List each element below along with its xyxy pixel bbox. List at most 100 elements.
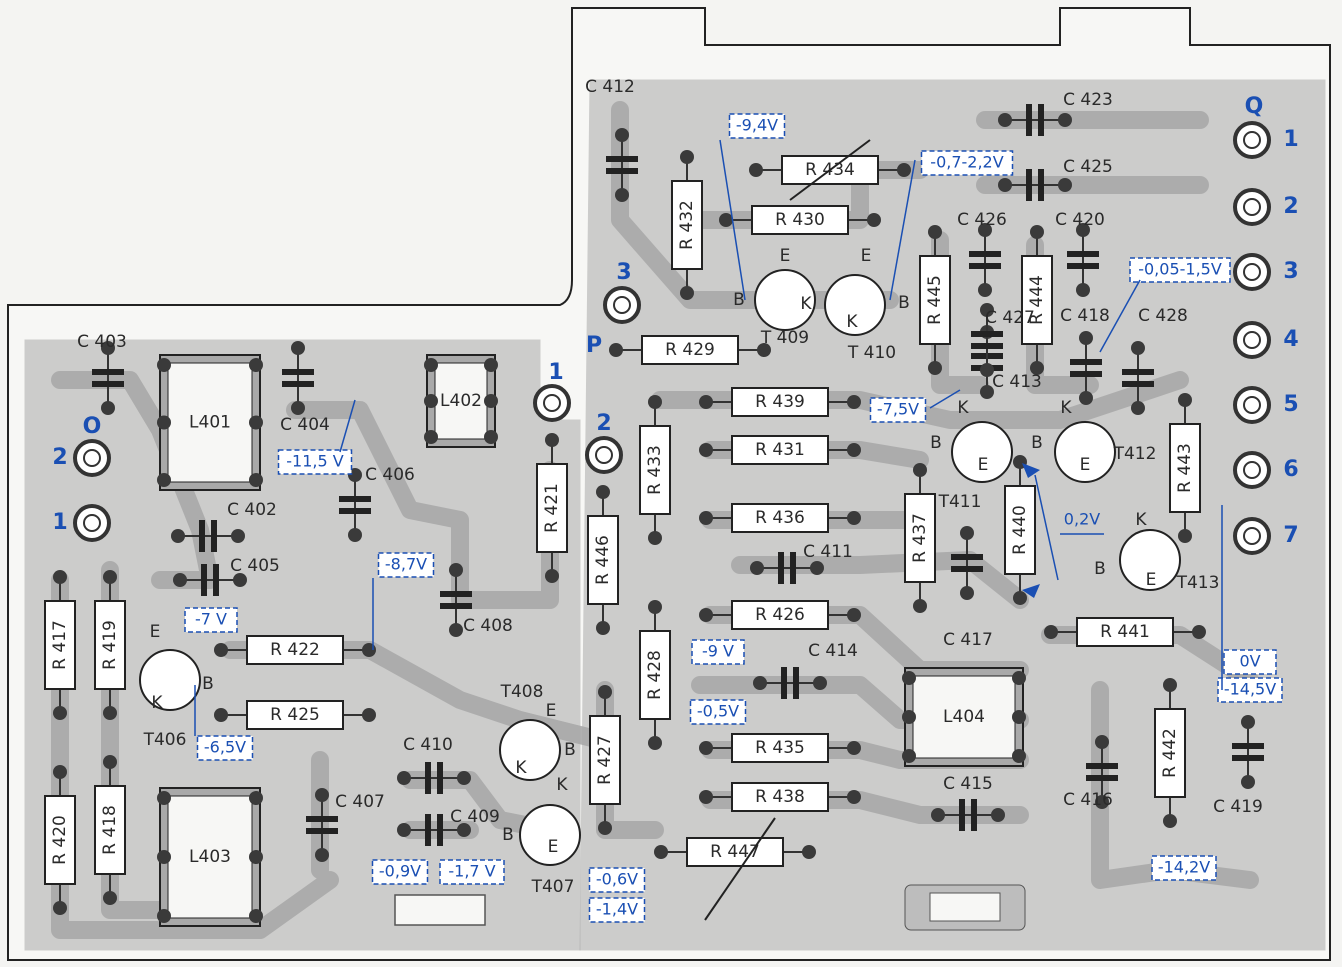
transistor-pin-b: B <box>1031 433 1043 453</box>
solder-pad <box>902 710 916 724</box>
transistor-pin-e: E <box>1080 455 1091 475</box>
transistor-pin-e: E <box>780 246 791 266</box>
capacitor-c404: C 404 <box>280 341 330 435</box>
voltage-value: -7,5V <box>877 400 919 419</box>
transistor-pin-b: B <box>202 674 214 694</box>
solder-pad <box>171 529 185 543</box>
voltage-value: -1,4V <box>596 900 638 919</box>
trimmer-wiper-0 <box>789 139 871 201</box>
solder-pad <box>291 401 305 415</box>
solder-pad <box>249 415 263 430</box>
transistor-pin-e: E <box>1146 570 1157 590</box>
solder-pad <box>484 358 498 372</box>
inductor-label: L401 <box>189 413 231 433</box>
connector-q-pin-label: 7 <box>1283 523 1298 548</box>
solder-pad <box>157 791 171 805</box>
capacitor-label: C 417 <box>943 630 993 650</box>
solder-pad <box>847 395 861 409</box>
resistor-r419: R 419 <box>94 570 126 720</box>
resistor-label: R 438 <box>755 787 805 807</box>
resistor-r435: R 435 <box>699 733 861 763</box>
capacitor-c420: C 420 <box>1055 210 1105 297</box>
resistor-label: R 420 <box>50 815 70 865</box>
transistor-label: T412 <box>1113 444 1157 464</box>
voltage-value: -9 V <box>702 642 734 661</box>
capacitor-label: C 416 <box>1063 790 1113 810</box>
solder-pad <box>424 430 438 444</box>
solder-pad <box>1095 795 1109 809</box>
solder-pad <box>1044 625 1058 639</box>
solder-pad <box>397 823 411 837</box>
resistor-r429: R 429 <box>609 335 771 365</box>
capacitor-label: C 413 <box>992 372 1042 392</box>
solder-pad <box>484 430 498 444</box>
solder-pad <box>596 621 610 635</box>
connector-q-title: Q <box>1245 94 1264 119</box>
capacitor-c403: C 403 <box>77 332 127 415</box>
solder-pad <box>315 788 329 802</box>
voltage-label: -7 V <box>184 607 238 633</box>
transistor-pin-k: K <box>846 312 858 332</box>
solder-pad <box>1095 735 1109 749</box>
resistor-label: R 427 <box>595 735 615 785</box>
voltage-label: 0V <box>1223 649 1277 675</box>
arrow-head-icon <box>1022 584 1040 598</box>
transistor-pin-e: E <box>861 246 872 266</box>
resistor-label: R 437 <box>910 513 930 563</box>
solder-pad <box>291 341 305 355</box>
capacitor-label: C 404 <box>280 415 330 435</box>
voltage-leader-line <box>889 159 916 301</box>
capacitor-label: C 418 <box>1060 306 1110 326</box>
capacitor-c426: C 426 <box>957 210 1007 297</box>
solder-pad <box>231 529 245 543</box>
voltage-value: -0,9V <box>379 862 421 881</box>
solder-pad <box>103 755 117 769</box>
solder-pad <box>1058 178 1072 192</box>
solder-pad <box>978 283 992 297</box>
connector-p-pin-label: 2 <box>596 411 611 436</box>
solder-pad <box>249 909 263 923</box>
solder-pad <box>157 909 171 923</box>
resistor-label: R 430 <box>775 210 825 230</box>
voltage-value: 0V <box>1239 652 1260 671</box>
transistor-pin-b: B <box>733 290 745 310</box>
voltage-label: -14,5V <box>1217 677 1283 703</box>
solder-pad <box>157 850 171 864</box>
capacitor-c418: C 418 <box>1060 306 1110 405</box>
solder-pad <box>847 790 861 804</box>
solder-pad <box>214 643 228 657</box>
solder-pad <box>1241 715 1255 729</box>
solder-pad <box>980 385 994 399</box>
transistor-pin-k: K <box>1060 398 1072 418</box>
voltage-leader-line <box>929 389 961 409</box>
transistor-label: T407 <box>531 877 575 897</box>
transistor-pin-b: B <box>564 740 576 760</box>
solder-pad <box>699 395 713 409</box>
resistor-r439: R 439 <box>699 387 861 417</box>
solder-pad <box>362 643 376 657</box>
connector-q-pin-label: 2 <box>1283 194 1298 219</box>
solder-pad <box>173 573 187 587</box>
solder-pad <box>1178 393 1192 407</box>
voltage-label: 0,2V <box>1060 510 1104 535</box>
voltage-label: -0,5V <box>689 699 747 725</box>
capacitor-c415: C 415 <box>931 774 1005 831</box>
solder-pad <box>249 850 263 864</box>
resistor-r431: R 431 <box>699 435 861 465</box>
solder-pad <box>757 343 771 357</box>
transistor-pin-k: K <box>151 693 163 713</box>
solder-pad <box>1013 591 1027 605</box>
solder-pad <box>913 599 927 613</box>
resistor-r447: R 447 <box>654 837 816 867</box>
solder-pad <box>157 358 171 372</box>
capacitor-c427: C 427 <box>971 303 1035 377</box>
resistor-r417: R 417 <box>44 570 76 720</box>
solder-pad <box>1163 814 1177 828</box>
capacitor-label: C 406 <box>365 465 415 485</box>
